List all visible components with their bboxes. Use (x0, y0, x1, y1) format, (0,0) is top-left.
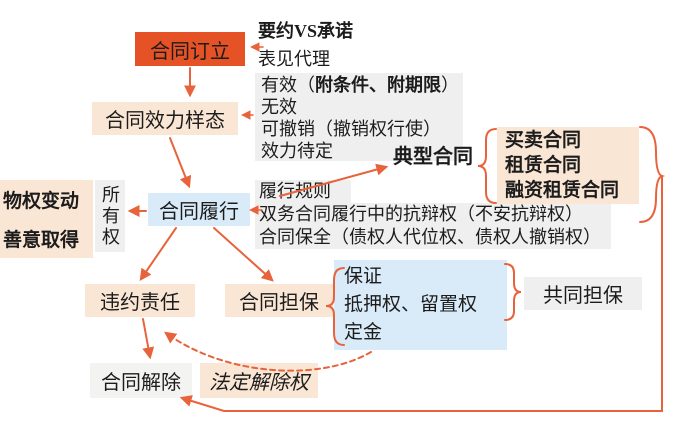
note-lease-contract: 租赁合同 (505, 155, 582, 176)
arrow-breach-to-termination (142, 318, 155, 360)
note-offer-vs-acceptance: 要约VS承诺 (258, 21, 354, 41)
note-suretyship: 保证 (344, 266, 383, 287)
node-contract-formation: 合同订立 (135, 32, 245, 66)
brace-model-contracts-left (477, 128, 497, 204)
note-sales-contract: 买卖合同 (505, 130, 582, 151)
note-property-change: 物权变动 (3, 191, 80, 212)
arrow-validity-to-performance (169, 137, 192, 189)
note-defense-rights: 双务合同履行中的抗辩权（不安抗辩权） (259, 204, 583, 224)
note-pending: 效力待定 (261, 141, 333, 161)
label-statutory-termination: 法定解除权 (200, 363, 318, 398)
note-revocable: 可撤销（撤销权行使） (261, 119, 441, 139)
label-joint-guarantee: 共同担保 (524, 277, 642, 310)
node-contract-performance: 合同履行 (148, 193, 250, 226)
brace-model-contracts-right (639, 126, 666, 223)
note-mortgage-lien: 抵押权、留置权 (344, 294, 478, 315)
node-contract-guarantee: 合同担保 (225, 284, 333, 317)
node-contract-validity: 合同效力样态 (92, 102, 238, 135)
label-model-contracts: 典型合同 (393, 146, 473, 168)
note-apparent-agency: 表见代理 (258, 49, 330, 69)
note-valid: 有效（附条件、附期限） (261, 75, 459, 95)
note-preservation: 合同保全（债权人代位权、债权人撤销权） (259, 227, 601, 247)
note-finance-lease-contract: 融资租赁合同 (505, 180, 620, 201)
brace-joint-guarantee-right (504, 263, 522, 321)
node-ownership: 所有权 (95, 180, 125, 252)
note-invalid: 无效 (261, 97, 297, 117)
model-contracts-box: 买卖合同 租赁合同 融资租赁合同 (497, 127, 639, 204)
arrow-performance-to-breach (139, 227, 177, 281)
validity-notes-box: 有效（附条件、附期限） 无效 可撤销（撤销权行使） 效力待定 (255, 73, 463, 161)
note-deposit: 定金 (344, 322, 383, 343)
property-notes-box: 物权变动 善意取得 (0, 180, 93, 258)
guarantee-types-box: 保证 抵押权、留置权 定金 (334, 260, 507, 350)
node-contract-termination: 合同解除 (90, 363, 192, 398)
note-performance-rules: 履行规则 (255, 180, 351, 203)
note-bona-fide: 善意取得 (3, 230, 80, 251)
node-breach-liability: 违约责任 (85, 284, 195, 317)
performance-notes-box: 双务合同履行中的抗辩权（不安抗辩权） 合同保全（债权人代位权、债权人撤销权） (255, 203, 611, 249)
